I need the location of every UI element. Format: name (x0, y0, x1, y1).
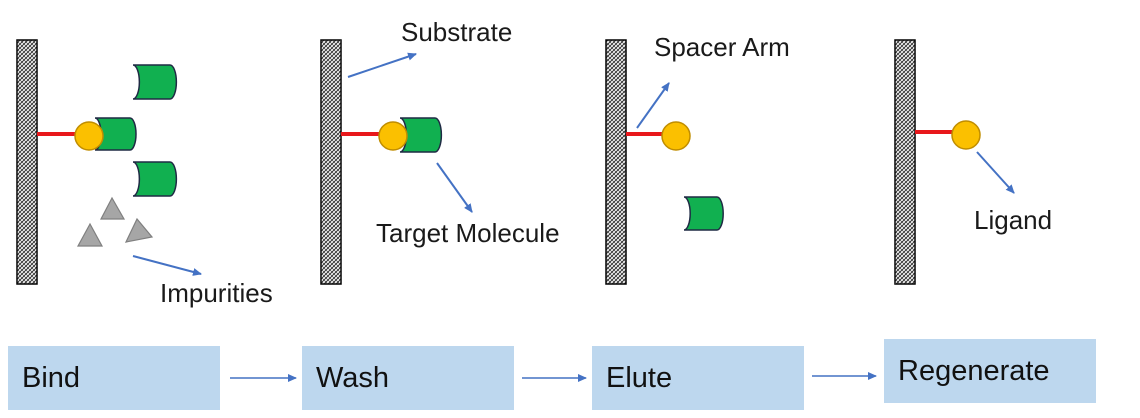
target-molecule-arrow (436, 162, 473, 213)
spacer-arm-label: Spacer Arm (654, 32, 790, 62)
target-molecule (132, 64, 178, 100)
step-bind: Bind (8, 346, 220, 410)
target-molecule (132, 161, 178, 197)
step-wash: Wash (302, 346, 514, 410)
substrate-label: Substrate (401, 17, 512, 47)
substrate-arrow (347, 52, 417, 78)
step-bind-label: Bind (22, 361, 81, 394)
substrate-bar (320, 39, 342, 285)
step-elute: Elute (592, 346, 804, 410)
step-regenerate: Regenerate (884, 339, 1096, 403)
spacer-arm-arrow (636, 82, 670, 129)
panel-wash: Substrate Target Molecule (320, 17, 560, 285)
ligand (661, 121, 691, 151)
ligand (951, 120, 981, 150)
step-wash-label: Wash (316, 361, 390, 394)
impurity (76, 222, 104, 247)
target-molecule (683, 196, 724, 231)
target-molecule (399, 117, 443, 153)
substrate-bar (605, 39, 627, 285)
impurities-arrow (132, 255, 202, 276)
impurity (100, 196, 126, 220)
panel-elute: Spacer Arm (605, 32, 790, 285)
step-regenerate-label: Regenerate (898, 354, 1050, 387)
target-molecule (94, 117, 137, 151)
substrate-bar (894, 39, 916, 285)
substrate-bar (16, 39, 38, 285)
impurities-label: Impurities (160, 278, 273, 308)
panel-bind: Impurities (16, 39, 273, 308)
ligand (378, 121, 408, 151)
ligand-label: Ligand (974, 205, 1052, 235)
ligand-arrow (976, 151, 1015, 194)
step-elute-label: Elute (606, 361, 673, 394)
ligand (74, 121, 104, 151)
panel-regenerate: Ligand (894, 39, 1052, 285)
target-molecule-label: Target Molecule (376, 218, 560, 248)
impurity (124, 217, 154, 243)
